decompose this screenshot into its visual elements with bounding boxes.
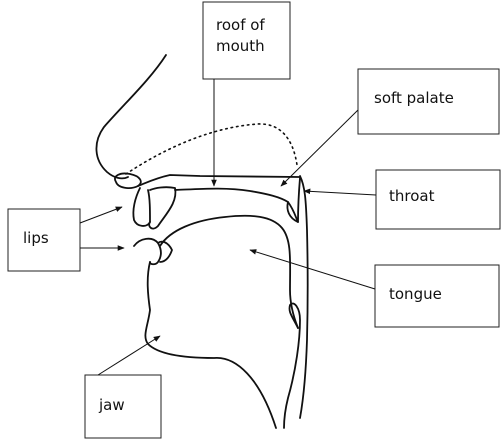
throat-text: throat	[389, 187, 435, 205]
nose-outline	[96, 55, 166, 178]
soft-palate-text: soft palate	[374, 89, 454, 107]
upper-gum-outline	[149, 187, 175, 228]
nasal-cavity-dotted-line	[126, 124, 297, 174]
chin-jaw-outline	[145, 262, 276, 428]
label-roof-of-mouth: roof of mouth	[203, 2, 290, 79]
label-lips: lips	[8, 209, 80, 271]
label-soft-palate: soft palate	[358, 69, 499, 134]
label-jaw: jaw	[85, 375, 161, 438]
tongue-outline	[160, 216, 298, 328]
jaw-text: jaw	[98, 396, 125, 414]
lips-text: lips	[23, 229, 49, 247]
arrow-jaw	[98, 336, 160, 375]
label-tongue: tongue	[375, 265, 499, 327]
tongue-text: tongue	[389, 285, 442, 303]
larynx-outline	[284, 303, 300, 428]
roof-of-mouth-line2: mouth	[216, 37, 265, 55]
upper-lip-outline	[138, 175, 300, 186]
throat-back-wall	[300, 176, 308, 418]
roof-of-mouth-line1: roof of	[216, 16, 265, 34]
head-outline	[96, 55, 307, 428]
arrow-lips-upper	[80, 207, 122, 223]
lower-lip-outline	[134, 239, 161, 265]
arrow-tongue	[250, 250, 375, 289]
arrow-throat	[304, 191, 376, 195]
nostril-outline	[115, 173, 141, 188]
label-throat: throat	[376, 170, 500, 229]
upper-lip-front	[133, 188, 150, 226]
